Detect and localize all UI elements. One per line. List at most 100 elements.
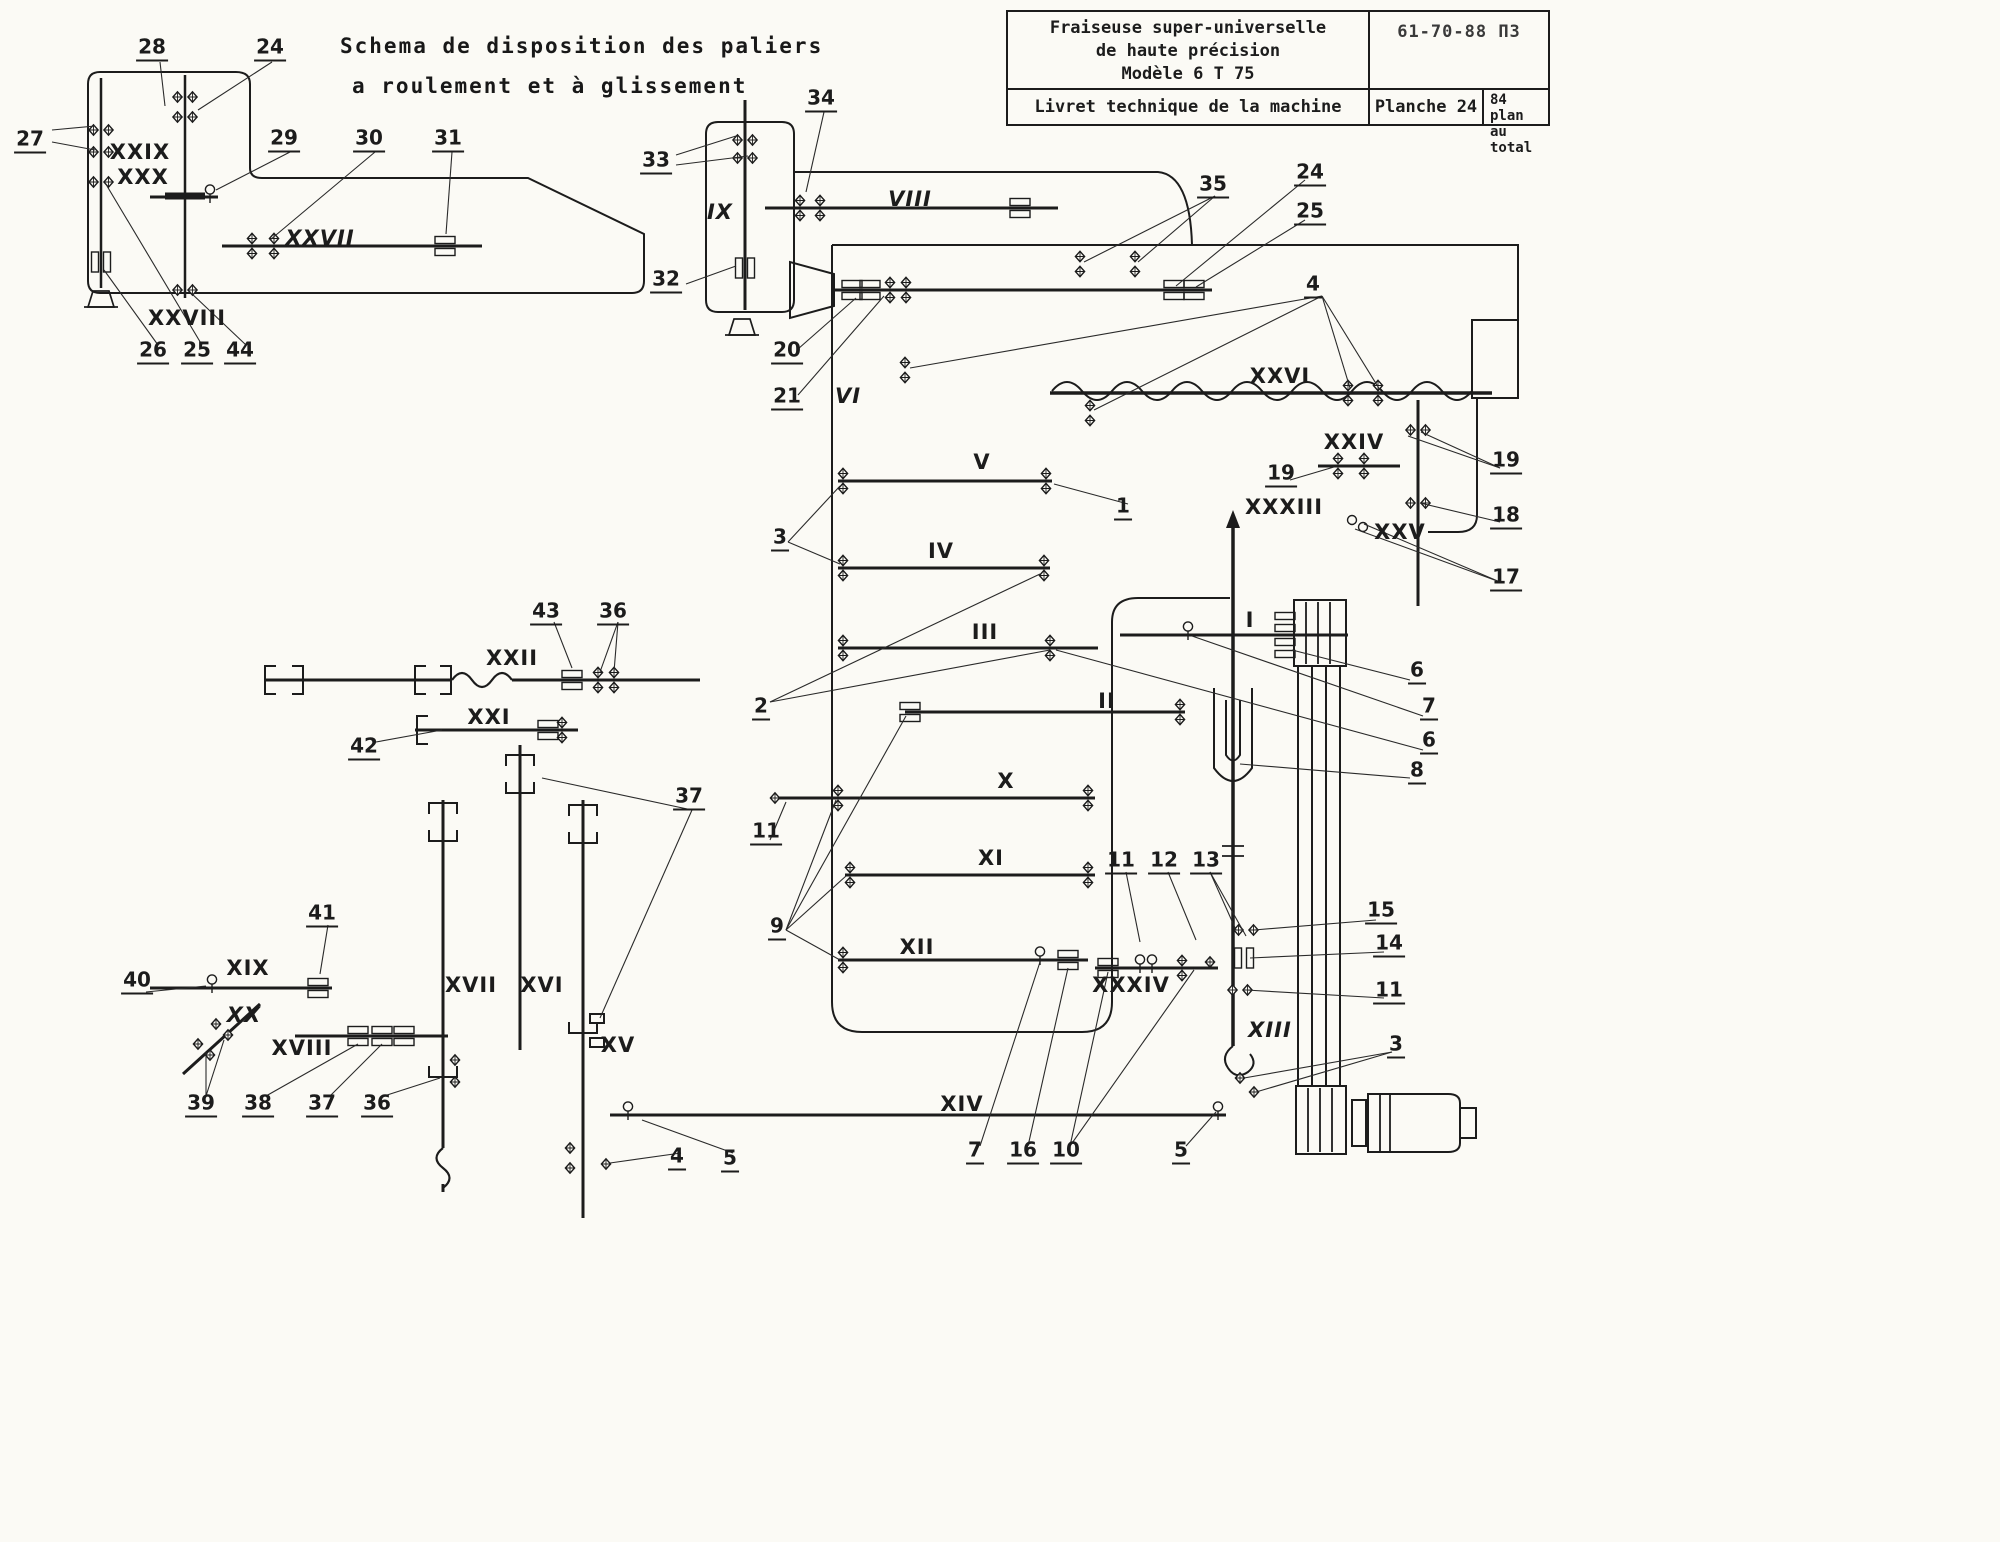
part-label-8: 8 [1408, 758, 1426, 785]
part-label-6: 6 [1408, 658, 1426, 685]
part-label-34: 34 [805, 86, 837, 113]
title-block-machine: Fraiseuse super-universelle de haute pré… [1008, 12, 1370, 88]
shaft-label-xv: XV [600, 1033, 636, 1057]
shaft-lines [99, 75, 1492, 1218]
part-label-13: 13 [1190, 848, 1222, 875]
shaft-label-xxix: XXIX [109, 140, 171, 164]
part-label-19: 19 [1490, 448, 1522, 475]
shaft-label-xxv: XXV [1374, 520, 1426, 544]
shaft-label-i: I [1245, 608, 1255, 632]
part-label-15: 15 [1365, 898, 1397, 925]
drawing-title-line1: Schema de disposition des paliers [340, 34, 824, 58]
part-label-27: 27 [14, 127, 46, 154]
shaft-label-xiii: XIII [1248, 1018, 1292, 1042]
part-label-28: 28 [136, 35, 168, 62]
shaft-label-xix: XIX [226, 956, 270, 980]
part-label-24: 24 [254, 35, 286, 62]
shaft-label-ii: II [1098, 689, 1116, 713]
leader-lines [51, 61, 1501, 1164]
part-label-2: 2 [752, 694, 770, 721]
part-label-35: 35 [1197, 172, 1229, 199]
title-block-total: 84 plan au total [1484, 90, 1548, 156]
part-label-40: 40 [121, 968, 153, 995]
part-label-16: 16 [1007, 1138, 1039, 1165]
shaft-label-xii: XII [899, 935, 935, 959]
part-label-39: 39 [185, 1091, 217, 1118]
part-label-11: 11 [1373, 978, 1405, 1005]
part-label-11: 11 [1105, 848, 1137, 875]
total-line2: au total [1490, 124, 1533, 156]
part-label-18: 18 [1490, 503, 1522, 530]
part-label-9: 9 [768, 914, 786, 941]
title-block-code: 61-70-88 ПЗ [1397, 22, 1521, 42]
shaft-label-xxiv: XXIV [1323, 430, 1385, 454]
part-label-31: 31 [432, 126, 464, 153]
part-label-43: 43 [530, 599, 562, 626]
part-label-36: 36 [361, 1091, 393, 1118]
shaft-label-xi: XI [977, 846, 1005, 870]
part-label-5: 5 [1172, 1138, 1190, 1165]
part-label-1: 1 [1114, 494, 1132, 521]
shaft-label-xxii: XXII [485, 646, 539, 670]
shaft-label-xxvi: XXVI [1249, 364, 1311, 388]
part-label-14: 14 [1373, 931, 1405, 958]
shaft-label-xxxiii: XXXIII [1244, 495, 1324, 519]
part-label-36: 36 [597, 599, 629, 626]
shaft-label-xxvii: XXVII [285, 226, 355, 250]
shaft-label-x: X [997, 769, 1015, 793]
part-label-32: 32 [650, 267, 682, 294]
shaft-label-xxxiv: XXXIV [1092, 973, 1170, 997]
shaft-label-v: V [973, 450, 991, 474]
part-label-21: 21 [771, 384, 803, 411]
part-label-3: 3 [1387, 1032, 1405, 1059]
part-label-26: 26 [137, 338, 169, 365]
part-label-7: 7 [966, 1138, 984, 1165]
title-block-doc: Livret technique de la machine [1008, 90, 1370, 124]
part-label-30: 30 [353, 126, 385, 153]
part-label-4: 4 [1304, 272, 1322, 299]
shaft-label-viii: VIII [888, 187, 932, 211]
part-label-3: 3 [771, 525, 789, 552]
shaft-label-xiv: XIV [940, 1092, 984, 1116]
part-label-42: 42 [348, 734, 380, 761]
part-label-19: 19 [1265, 461, 1297, 488]
part-label-5: 5 [721, 1146, 739, 1173]
part-label-24: 24 [1294, 160, 1326, 187]
part-label-44: 44 [224, 338, 256, 365]
machine-name-line2: de haute précision [1095, 41, 1281, 61]
shaft-label-xvi: XVI [520, 973, 564, 997]
shaft-label-vi: VI [834, 384, 862, 408]
part-label-12: 12 [1148, 848, 1180, 875]
drawing-title-line2: a roulement et à glissement [352, 74, 748, 98]
shaft-label-iv: IV [927, 539, 955, 563]
part-label-25: 25 [181, 338, 213, 365]
part-label-7: 7 [1420, 694, 1438, 721]
part-label-37: 37 [673, 784, 705, 811]
shaft-label-xviii: XVIII [271, 1036, 333, 1060]
part-label-41: 41 [306, 901, 338, 928]
shaft-label-xxviii: XXVIII [147, 306, 227, 330]
title-block: Fraiseuse super-universelle de haute pré… [1006, 10, 1550, 156]
part-label-37: 37 [306, 1091, 338, 1118]
part-label-11: 11 [750, 819, 782, 846]
total-line1: 84 plan [1490, 92, 1524, 124]
part-label-10: 10 [1050, 1138, 1082, 1165]
part-label-20: 20 [771, 338, 803, 365]
part-label-33: 33 [640, 148, 672, 175]
title-block-sheet: Planche 24 [1370, 90, 1484, 124]
part-label-4: 4 [668, 1144, 686, 1171]
part-label-25: 25 [1294, 199, 1326, 226]
shaft-label-iii: III [971, 620, 999, 644]
machine-outlines [83, 71, 1519, 1155]
machine-name-line1: Fraiseuse super-universelle [1049, 18, 1327, 38]
part-label-6: 6 [1420, 728, 1438, 755]
machine-model: Modèle 6 T 75 [1121, 64, 1255, 84]
bearing-icons [89, 92, 1430, 1174]
part-label-29: 29 [268, 126, 300, 153]
part-label-38: 38 [242, 1091, 274, 1118]
shaft-label-ix: IX [706, 200, 734, 224]
shaft-label-xxi: XXI [467, 705, 511, 729]
part-label-17: 17 [1490, 565, 1522, 592]
